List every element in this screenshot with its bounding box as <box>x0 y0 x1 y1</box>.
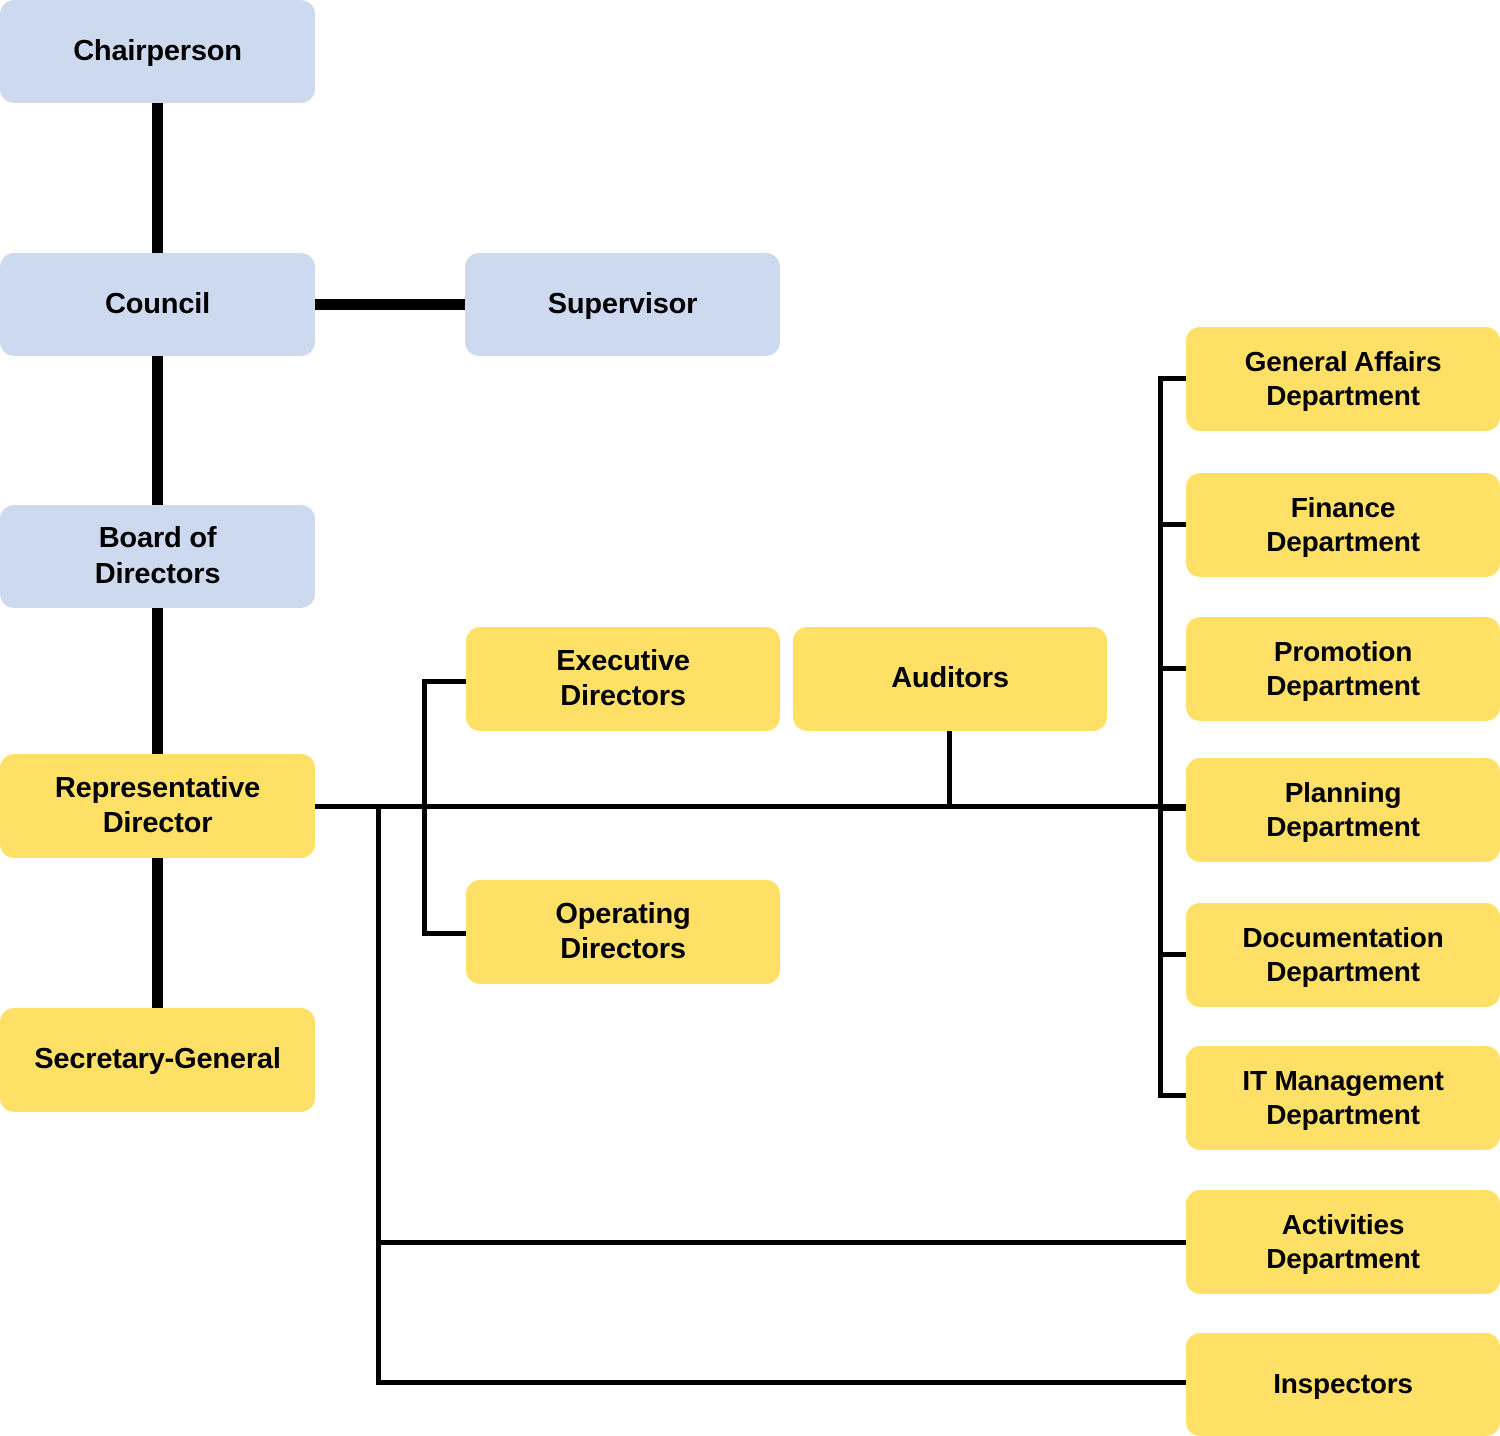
node-label: Chairperson <box>73 34 242 67</box>
connector-documentation-stub <box>1158 952 1190 957</box>
connector-executive-directors-stub <box>422 679 470 684</box>
connector-auditors-drop <box>947 728 952 807</box>
connector-board-representative-director <box>152 603 163 760</box>
connector-general-affairs-stub <box>1158 376 1190 381</box>
node-auditors[interactable]: Auditors <box>793 627 1107 731</box>
connector-department-bus <box>1158 376 1163 1096</box>
connector-lower-branch-riser <box>376 806 381 1382</box>
connector-operating-directors-stub <box>422 931 470 936</box>
connector-representative-director-secretary <box>152 853 163 1013</box>
connector-council-supervisor <box>310 299 470 310</box>
node-supervisor[interactable]: Supervisor <box>465 253 780 356</box>
connector-planning-stub <box>1158 806 1190 811</box>
connector-it-management-stub <box>1158 1093 1190 1098</box>
connector-finance-stub <box>1158 522 1190 527</box>
connector-promotion-stub <box>1158 666 1190 671</box>
node-label: Supervisor <box>547 287 698 320</box>
connector-directors-riser <box>422 679 427 935</box>
node-inspectors[interactable]: Inspectors <box>1186 1333 1500 1436</box>
node-council[interactable]: Council <box>0 253 315 356</box>
node-chairperson[interactable]: Chairperson <box>0 0 315 103</box>
node-label: Inspectors <box>1273 1368 1413 1400</box>
connector-main-trunk <box>313 804 1188 809</box>
connector-council-board <box>152 351 163 511</box>
connector-chairperson-council <box>152 98 163 258</box>
node-label: Auditors <box>891 662 1009 695</box>
connector-activities-line <box>376 1240 1190 1245</box>
connector-inspectors-line <box>376 1380 1190 1385</box>
node-secretary-general[interactable]: Secretary-General <box>0 1008 315 1112</box>
node-label: Council <box>105 287 210 320</box>
node-label: Secretary-General <box>34 1043 281 1076</box>
